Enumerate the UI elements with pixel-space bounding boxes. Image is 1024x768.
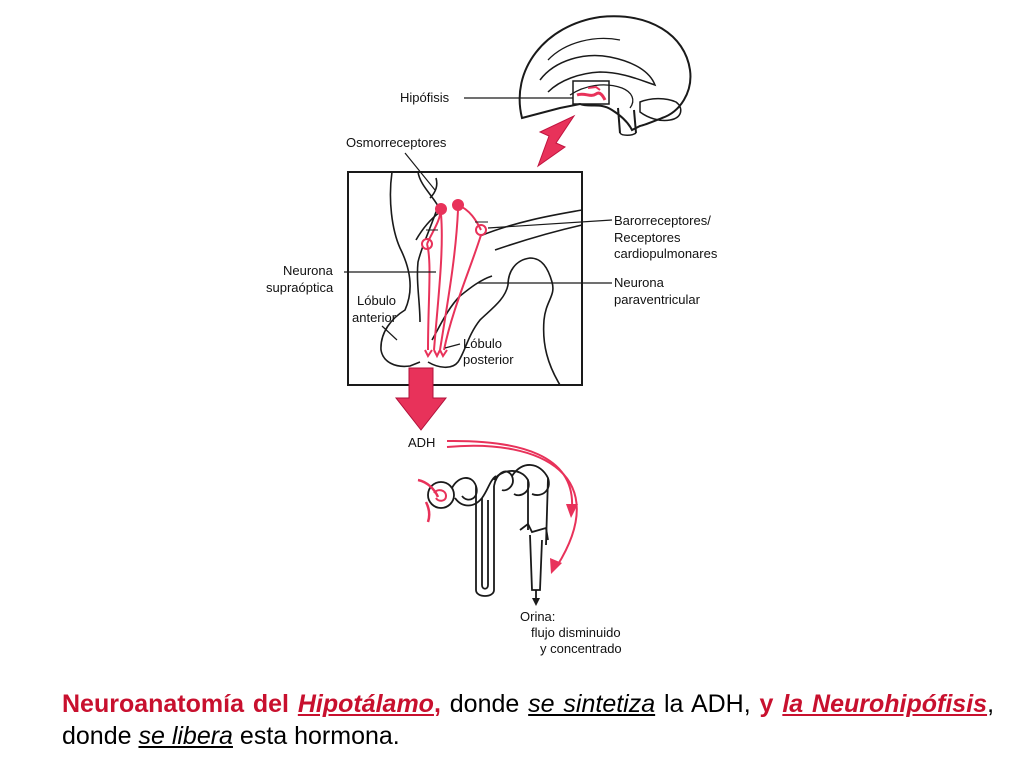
urine-arrowhead — [532, 598, 540, 606]
caption-y: y — [759, 690, 774, 718]
label-hipofisis: Hipófisis — [400, 90, 450, 105]
label-barorreceptores-3: cardiopulmonares — [614, 246, 718, 261]
label-lobulo-posterior-1: Lóbulo — [463, 336, 502, 351]
label-orina-1: Orina: — [520, 609, 555, 624]
label-neurona-paraventricular-2: paraventricular — [614, 292, 701, 307]
label-orina-2: flujo disminuido — [531, 625, 621, 640]
caption-comma-1: , — [433, 690, 441, 718]
nephron — [417, 464, 550, 600]
label-adh: ADH — [408, 435, 435, 450]
caption-text-1: Neuroanatomía del — [62, 690, 298, 718]
leader-barorreceptores — [487, 219, 613, 229]
label-barorreceptores-1: Barorreceptores/ — [614, 213, 711, 228]
neuroanatomy-diagram: Hipófisis Osmorreceptores B — [266, 15, 718, 656]
label-neurona-supraoptica-2: supraóptica — [266, 280, 334, 295]
brain-illustration — [518, 15, 692, 136]
adh-action-arrows — [446, 439, 578, 567]
adh-arrowhead-2 — [550, 558, 562, 574]
leader-lobulo-posterior — [444, 343, 461, 349]
caption-se-libera: se libera — [138, 722, 233, 750]
label-barorreceptores-2: Receptores — [614, 230, 681, 245]
release-arrow — [394, 367, 448, 431]
leader-lobulo-anterior — [381, 325, 398, 341]
neuron-outlines — [426, 221, 488, 231]
hypothalamus-detail-box — [347, 171, 583, 386]
caption-text-3: la ADH, — [655, 690, 760, 718]
neurons — [421, 199, 487, 359]
label-lobulo-posterior-2: posterior — [463, 352, 514, 367]
caption: Neuroanatomía del Hipotálamo, donde se s… — [62, 688, 994, 752]
zoom-arrow — [536, 114, 576, 168]
caption-space — [773, 690, 782, 718]
pituitary-highlight — [572, 80, 610, 105]
adh-arrowhead-1 — [566, 504, 578, 518]
caption-se-sintetiza: se sintetiza — [528, 690, 656, 718]
label-neurona-paraventricular-1: Neurona — [614, 275, 665, 290]
label-lobulo-anterior-1: Lóbulo — [357, 293, 396, 308]
caption-text-5: esta hormona. — [232, 722, 400, 750]
label-orina-3: y concentrado — [540, 641, 622, 656]
label-neurona-supraoptica-1: Neurona — [283, 263, 334, 278]
caption-text-4: donde — [62, 722, 139, 750]
label-osmorreceptores: Osmorreceptores — [346, 135, 447, 150]
caption-hipotalamo: Hipotálamo — [297, 690, 434, 718]
caption-neurohipofisis: la Neurohipófisis — [782, 690, 988, 718]
label-lobulo-anterior-2: anterior — [352, 310, 397, 325]
caption-comma-2: , — [987, 690, 995, 718]
caption-text-2: donde — [440, 690, 529, 718]
